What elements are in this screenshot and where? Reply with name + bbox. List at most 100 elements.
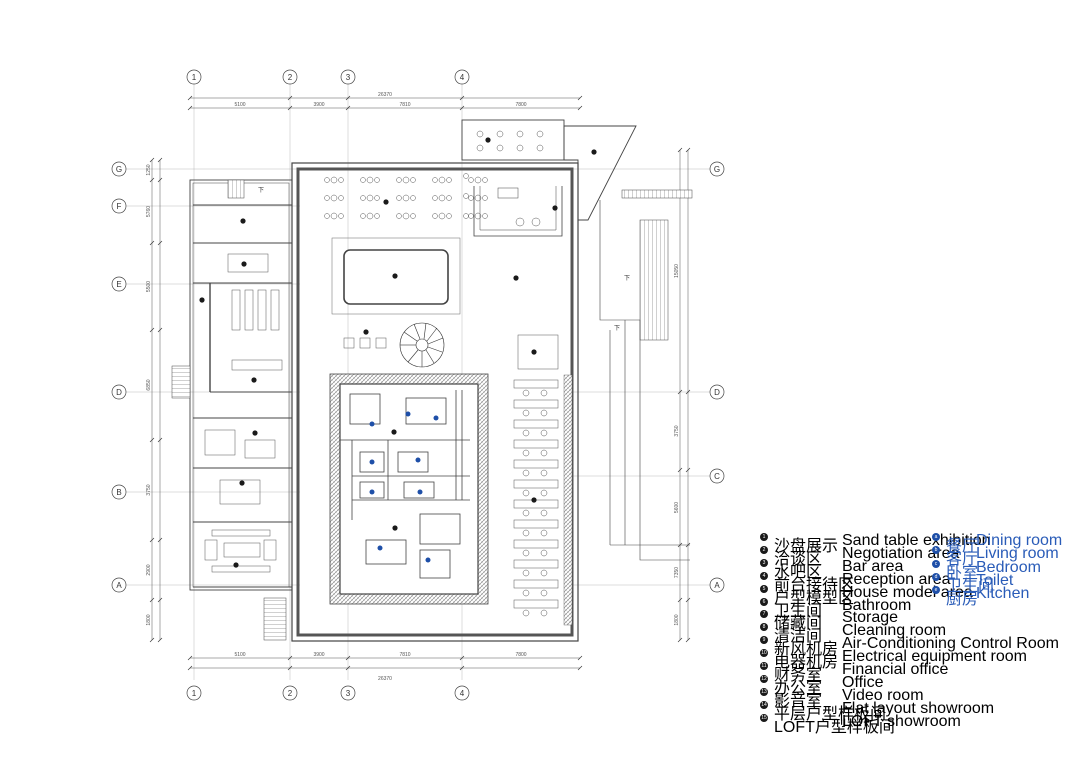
grid-bubble-label: 1 [192, 689, 197, 698]
legend-letter: c [932, 559, 940, 568]
legend-number: 2 [760, 545, 768, 554]
legend-cn-label: 餐厅 [946, 538, 979, 555]
dimension-right-segment: 15050 [674, 264, 680, 278]
grid-bubble-label: G [714, 165, 720, 174]
legend-en-label: Bar area [842, 557, 904, 575]
legend-cn-label: 沙盘展示 [774, 538, 839, 555]
dimension-lines [151, 97, 689, 669]
legend-cn-label: 电器机房 [774, 654, 839, 672]
legend-cn-label: 清洁间 [774, 628, 823, 646]
legend-number: 1 [760, 533, 768, 541]
dimension-ticks [149, 95, 691, 671]
room-markers-blue [369, 411, 439, 563]
dimension-bottom-segment: 3900 [313, 652, 324, 658]
grid-row-right-D: D [709, 384, 725, 400]
stair-labels: 下 下 下 [258, 187, 630, 332]
legend-en-label: LOFT showroom [842, 712, 961, 730]
dimension-left-segment: 1800 [146, 614, 152, 625]
grid-bubble-label: 3 [346, 73, 351, 82]
legend-cn-label: 平层户型样板间 [774, 705, 887, 723]
dimension-left-segment: 6850 [146, 379, 152, 390]
legend-en-label: Dining room [976, 532, 1063, 549]
dimension-right-segment: 7350 [674, 567, 680, 578]
legend-number: 3 [760, 558, 768, 567]
stair-down-label: 下 [624, 275, 630, 282]
legend-en-label: Office [842, 673, 884, 691]
legend-cn-label: 客厅 [946, 551, 979, 569]
dimension-left-segment: 2900 [146, 564, 152, 575]
legend-en-label: Storage [842, 609, 899, 627]
legend-cn-label: 户型模型区 [774, 589, 855, 607]
grid-bubble-label: 4 [460, 73, 465, 82]
legend-number: 13 [760, 687, 768, 696]
dimension-right-segment: 3750 [674, 425, 680, 436]
legend-en-label: Sand table exhibition [842, 532, 991, 549]
legend-cn-label: 新风机房 [774, 641, 839, 659]
grid-bubble-label: 2 [288, 689, 293, 698]
grid-row-left-F: F [111, 198, 127, 214]
grid-column-top-1: 1 [186, 69, 202, 85]
grid-bubble-label: 4 [460, 689, 465, 698]
dimension-right-segment: 5600 [674, 502, 680, 513]
legend-number: 6 [760, 597, 768, 606]
legend-number: 9 [760, 636, 768, 645]
legend-number: 15 [760, 713, 768, 722]
grid-column-top-3: 3 [340, 69, 356, 85]
grid-column-bottom-4: 4 [454, 685, 470, 701]
dimension-top-total: 26370 [378, 92, 392, 98]
legend-number: 5 [760, 584, 768, 593]
grid-bubble-label: 2 [288, 73, 293, 82]
room-markers-black [199, 137, 597, 568]
grid-bubble-label: 1 [192, 73, 197, 82]
dimension-bottom-segment: 7810 [399, 652, 410, 658]
grid-row-right-A: A [709, 577, 725, 593]
stair-down-label: 下 [614, 325, 620, 332]
grid-bubble-label: F [117, 202, 122, 211]
legend-letter: d [932, 572, 940, 581]
legend-number: 8 [760, 623, 768, 632]
dimension-top-segment: 3900 [313, 102, 324, 108]
legend-en-label: Electrical equipment room [842, 648, 1027, 666]
legend-cn-label: 洽谈区 [774, 550, 823, 568]
legend-en-label: Negotiation area [842, 544, 960, 562]
legend-number: 12 [760, 674, 768, 683]
grid-row-left-D: D [111, 384, 127, 400]
dimension-bottom-total: 26370 [378, 676, 392, 682]
showroom-block [329, 373, 489, 605]
legend-cn-label: 财务室 [774, 667, 823, 684]
dimension-left-segment: 3750 [146, 484, 152, 495]
legend-en-label: Cleaning room [842, 622, 947, 640]
legend-number: 11 [760, 662, 768, 670]
legend-number: 7 [760, 610, 768, 619]
dimension-top-segment: 7810 [399, 102, 410, 108]
grid-row-left-B: B [111, 484, 127, 500]
grid-row-left-G: G [111, 161, 127, 177]
legend-cn-label: 卫生间 [774, 602, 823, 620]
legend-cn-label: 办公室 [774, 679, 823, 697]
legend-letter: b [932, 546, 940, 555]
dimension-left-segment: 5760 [146, 206, 152, 217]
grid-bubble-label: 3 [346, 689, 351, 698]
legend-cn-label: 卫生间 [946, 577, 995, 595]
legend-letter: e [932, 586, 940, 595]
grid-row-right-G: G [709, 161, 725, 177]
house-model-display [343, 334, 559, 370]
legend-en-label: Financial office [842, 661, 949, 678]
grid-column-bottom-1: 1 [186, 685, 202, 701]
grid-column-bottom-2: 2 [282, 685, 298, 701]
bar-counter [473, 186, 563, 237]
grid-bubble-label: C [714, 472, 720, 481]
grid-bubble-label: A [116, 581, 122, 590]
negotiation-tables [324, 130, 544, 227]
grid-column-top-2: 2 [282, 69, 298, 85]
dimension-left-segment: 1250 [146, 164, 152, 175]
legend-en-label: Reception area [842, 570, 951, 588]
legend-en-label: Living room [976, 545, 1059, 563]
grid-column-bottom-3: 3 [340, 685, 356, 701]
grid-bubble-label: A [714, 581, 720, 590]
legend-cn-label: 影音室 [774, 692, 823, 710]
dimension-left-segment: 5500 [146, 281, 152, 292]
